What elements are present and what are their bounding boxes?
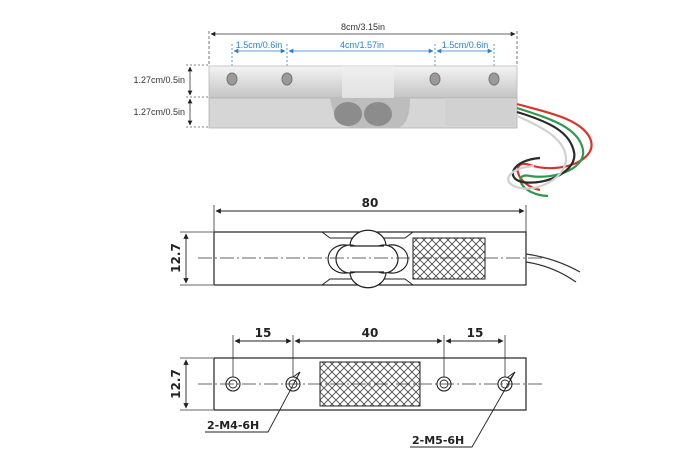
side-length-label: 80 — [362, 196, 379, 210]
top-body-outline — [213, 357, 527, 411]
load-cell-wires — [507, 102, 593, 198]
wire-3 — [511, 110, 576, 184]
side-gauge-area — [412, 237, 486, 280]
top-spacing-left-label: 15 — [255, 326, 272, 340]
hole-spacing-left-label: 1.5cm/0.6in — [236, 40, 283, 50]
top-spacing-center-label: 40 — [362, 326, 379, 340]
center-hole-right — [364, 102, 392, 126]
side-view-drawing: 80 12.7 — [169, 196, 581, 289]
callout-left-label: 2-M4-6H — [207, 419, 259, 432]
height-bottom-label: 1.27cm/0.5in — [133, 107, 185, 117]
mounting-holes — [226, 72, 500, 86]
hole-spacing-center-label: 4cm/1.57in — [340, 40, 384, 50]
callout-right-label: 2-M5-6H — [412, 434, 464, 447]
wire-2 — [516, 106, 585, 198]
wire-4 — [507, 114, 568, 190]
top-spacing-right-label: 15 — [467, 326, 484, 340]
hole-spacing-right-label: 1.5cm/0.6in — [442, 40, 489, 50]
photo-view: 8cm/3.15in 1.5cm/0.6in 4cm/1.57in 1.5cm/… — [133, 22, 593, 198]
callout-right-leader — [410, 371, 516, 448]
top-view-drawing: 15 40 15 12.7 2-M4-6H 2-M5-6H — [169, 326, 545, 448]
height-top-label: 1.27cm/0.5in — [133, 75, 185, 85]
center-hole-left — [334, 102, 362, 126]
callout-left-leader — [205, 371, 301, 433]
top-height-label: 12.7 — [169, 369, 183, 399]
overall-length-label: 8cm/3.15in — [341, 22, 385, 32]
side-height-label: 12.7 — [169, 243, 183, 273]
wire-1 — [516, 102, 593, 192]
side-cable — [525, 253, 581, 283]
